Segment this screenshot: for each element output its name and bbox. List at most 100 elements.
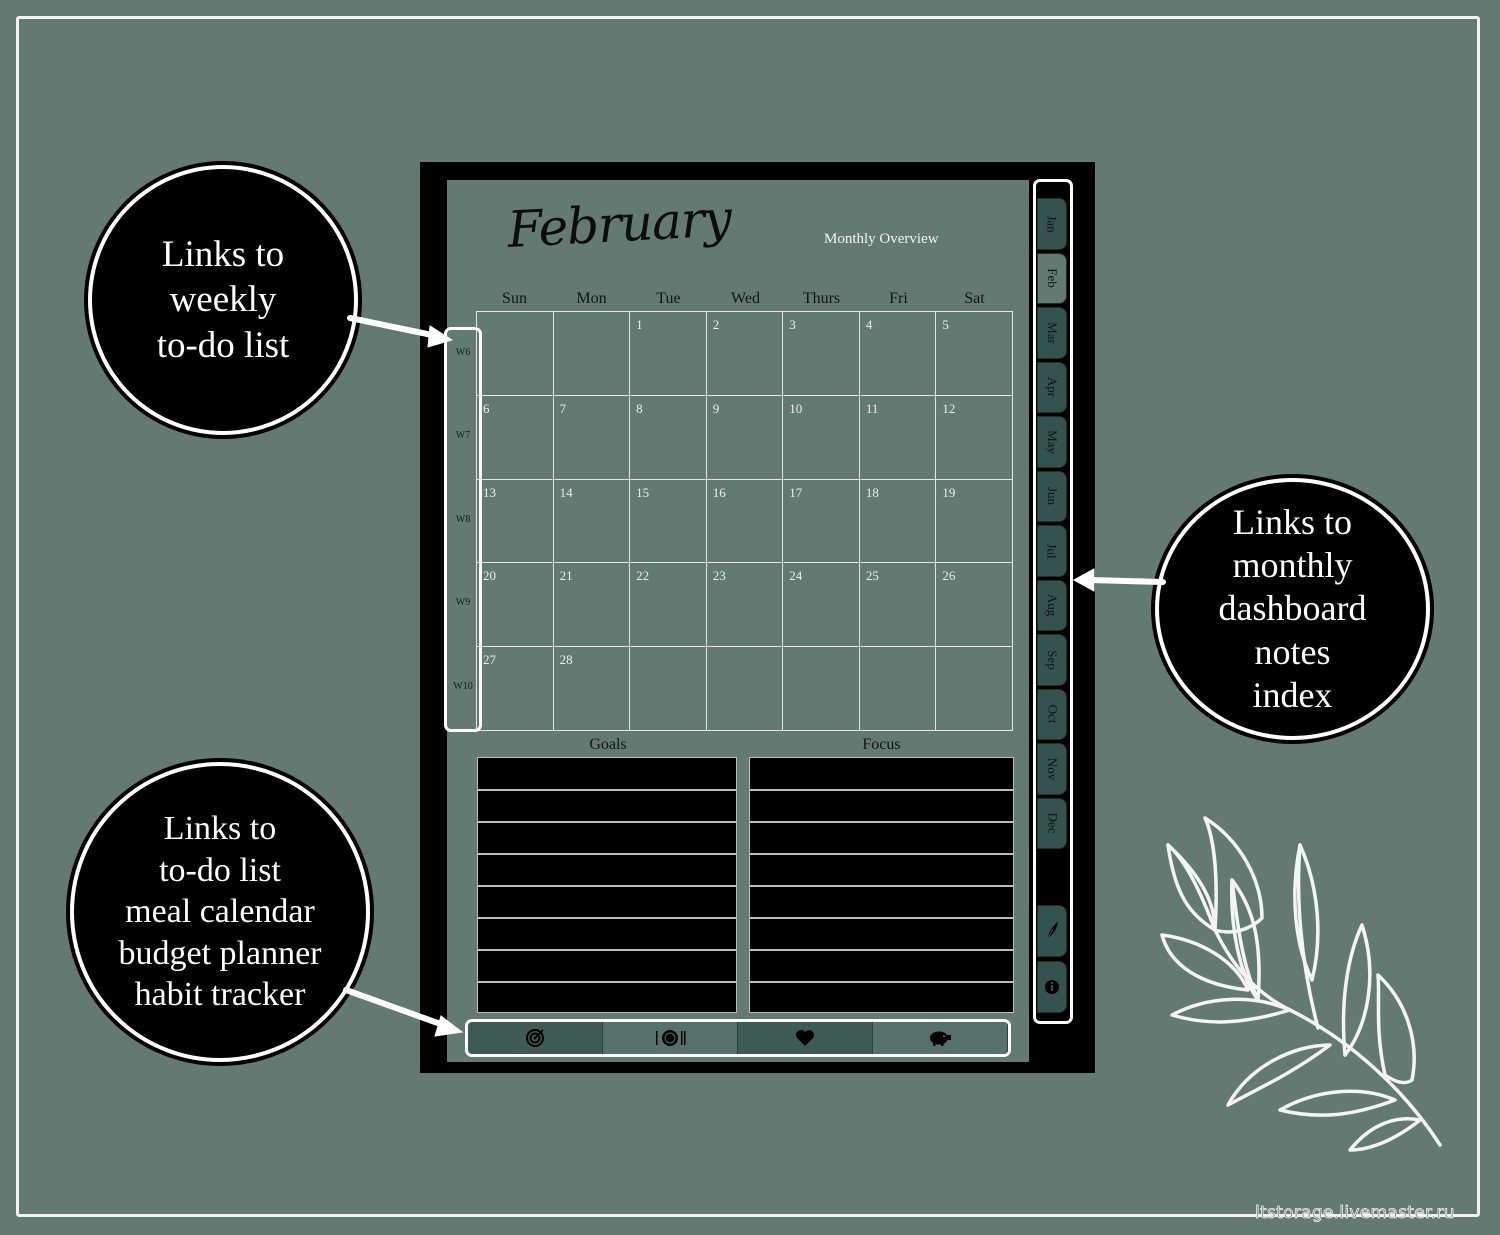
week-link-w8[interactable]: W8 bbox=[455, 514, 471, 525]
day-cell[interactable] bbox=[859, 647, 937, 731]
day-number: 17 bbox=[789, 484, 803, 500]
day-cell[interactable]: 28 bbox=[553, 647, 631, 731]
weekday-label: Sat bbox=[964, 290, 985, 307]
day-cell[interactable]: 24 bbox=[783, 563, 860, 648]
callout-line: Links to bbox=[163, 810, 277, 848]
index-tab[interactable] bbox=[1037, 961, 1067, 1013]
month-tab-nov[interactable]: Nov bbox=[1037, 743, 1067, 795]
day-cell[interactable]: 19 bbox=[936, 479, 1013, 564]
day-cell[interactable]: 22 bbox=[630, 563, 707, 648]
day-cell[interactable]: 14 bbox=[553, 479, 631, 564]
day-number: 15 bbox=[636, 484, 650, 500]
day-cell[interactable]: 23 bbox=[706, 563, 784, 648]
day-cell[interactable]: 17 bbox=[783, 479, 860, 564]
day-cell[interactable] bbox=[783, 647, 860, 731]
day-number: 26 bbox=[942, 568, 956, 584]
line-rule bbox=[750, 885, 1013, 887]
notes-tab[interactable] bbox=[1037, 905, 1067, 957]
week-link-w9[interactable]: W9 bbox=[455, 597, 471, 608]
focus-box[interactable] bbox=[749, 757, 1014, 1013]
day-cell[interactable] bbox=[477, 312, 554, 396]
month-tab-sep[interactable]: Sep bbox=[1037, 634, 1067, 686]
goals-box[interactable] bbox=[477, 757, 737, 1013]
week-link-w10[interactable]: W10 bbox=[453, 681, 473, 692]
month-tab-oct[interactable]: Oct bbox=[1037, 688, 1067, 740]
month-tab-dec[interactable]: Dec bbox=[1037, 797, 1067, 849]
day-cell[interactable]: 27 bbox=[477, 647, 554, 731]
weekday-label: Wed bbox=[731, 290, 760, 307]
day-cell[interactable]: 12 bbox=[936, 395, 1013, 480]
todo-link-button[interactable] bbox=[468, 1022, 603, 1054]
day-cell[interactable]: 2 bbox=[706, 312, 784, 396]
day-number: 6 bbox=[483, 400, 490, 416]
month-tab-jul[interactable]: Jul bbox=[1037, 525, 1067, 577]
month-tab-feb[interactable]: Feb bbox=[1037, 252, 1067, 304]
watermark: ltstorage.livemaster.ru bbox=[1255, 1203, 1455, 1224]
day-cell[interactable]: 18 bbox=[859, 479, 937, 564]
month-tab-apr[interactable]: Apr bbox=[1037, 361, 1067, 413]
line-rule bbox=[478, 917, 736, 919]
budget-planner-link-button[interactable] bbox=[873, 1022, 1008, 1054]
day-cell[interactable]: 5 bbox=[936, 312, 1013, 396]
week-link-w7[interactable]: W7 bbox=[455, 430, 471, 441]
leaf-illustration bbox=[1160, 816, 1442, 1152]
day-cell[interactable]: 4 bbox=[859, 312, 937, 396]
arrow-to-month-tabs bbox=[1072, 568, 1166, 592]
day-cell[interactable] bbox=[706, 647, 784, 731]
month-tab-aug[interactable]: Aug bbox=[1037, 579, 1067, 631]
meal-calendar-link-button[interactable] bbox=[603, 1022, 738, 1054]
month-tab-jun[interactable]: Jun bbox=[1037, 470, 1067, 522]
callout-line: Links to bbox=[1232, 502, 1352, 543]
line-rule bbox=[478, 949, 736, 951]
day-cell[interactable]: 20 bbox=[477, 563, 554, 648]
day-cell[interactable]: 16 bbox=[706, 479, 784, 564]
callout-line: monthly bbox=[1232, 545, 1353, 586]
decorative-frame bbox=[16, 16, 1480, 1217]
day-cell[interactable] bbox=[553, 312, 631, 396]
callout-line: Links to bbox=[161, 234, 285, 276]
day-cell[interactable]: 13 bbox=[477, 479, 554, 564]
day-number: 1 bbox=[636, 317, 643, 332]
month-tab-jan[interactable]: Jan bbox=[1037, 198, 1067, 250]
habit-tracker-link-button[interactable] bbox=[738, 1022, 873, 1054]
day-number: 4 bbox=[865, 317, 873, 332]
day-cell[interactable]: 11 bbox=[859, 395, 937, 480]
month-tab-mar[interactable]: Mar bbox=[1037, 307, 1067, 359]
day-cell[interactable]: 1 bbox=[630, 312, 707, 396]
callout-line: index bbox=[1252, 674, 1333, 715]
week-link-w6[interactable]: W6 bbox=[455, 347, 471, 358]
day-cell[interactable]: 3 bbox=[783, 312, 860, 396]
day-number: 11 bbox=[865, 400, 879, 416]
meal-icon bbox=[656, 1030, 686, 1046]
line-rule bbox=[750, 789, 1013, 791]
weekly-links-callout: Links to weekly to-do list bbox=[88, 165, 358, 435]
day-number: 18 bbox=[865, 484, 879, 500]
day-number: 3 bbox=[789, 317, 796, 332]
day-cell[interactable]: 21 bbox=[553, 563, 631, 648]
day-number: 5 bbox=[942, 317, 949, 332]
line-rule bbox=[750, 949, 1013, 951]
day-cell[interactable]: 8 bbox=[630, 395, 707, 480]
weekday-label: Thurs bbox=[802, 290, 841, 307]
day-cell[interactable]: 10 bbox=[783, 395, 860, 480]
month-tab-may[interactable]: May bbox=[1037, 416, 1067, 468]
line-rule bbox=[478, 821, 736, 823]
day-number: 21 bbox=[559, 568, 573, 584]
line-rule bbox=[478, 789, 736, 791]
day-number: 7 bbox=[559, 400, 567, 416]
day-cell[interactable]: 25 bbox=[859, 563, 937, 648]
day-cell[interactable]: 7 bbox=[553, 395, 631, 480]
day-cell[interactable]: 26 bbox=[936, 563, 1013, 648]
line-rule bbox=[750, 853, 1013, 855]
callout-line: meal calendar bbox=[125, 893, 315, 931]
day-cell[interactable]: 6 bbox=[477, 395, 554, 480]
day-cell[interactable] bbox=[936, 647, 1013, 731]
day-cell[interactable]: 9 bbox=[706, 395, 784, 480]
day-number: 23 bbox=[712, 568, 726, 584]
weekday-label: Mon bbox=[576, 290, 607, 307]
day-cell[interactable] bbox=[630, 647, 707, 731]
day-cell[interactable]: 15 bbox=[630, 479, 707, 564]
callout-line: dashboard bbox=[1218, 588, 1367, 629]
bottom-nav bbox=[465, 1019, 1011, 1057]
